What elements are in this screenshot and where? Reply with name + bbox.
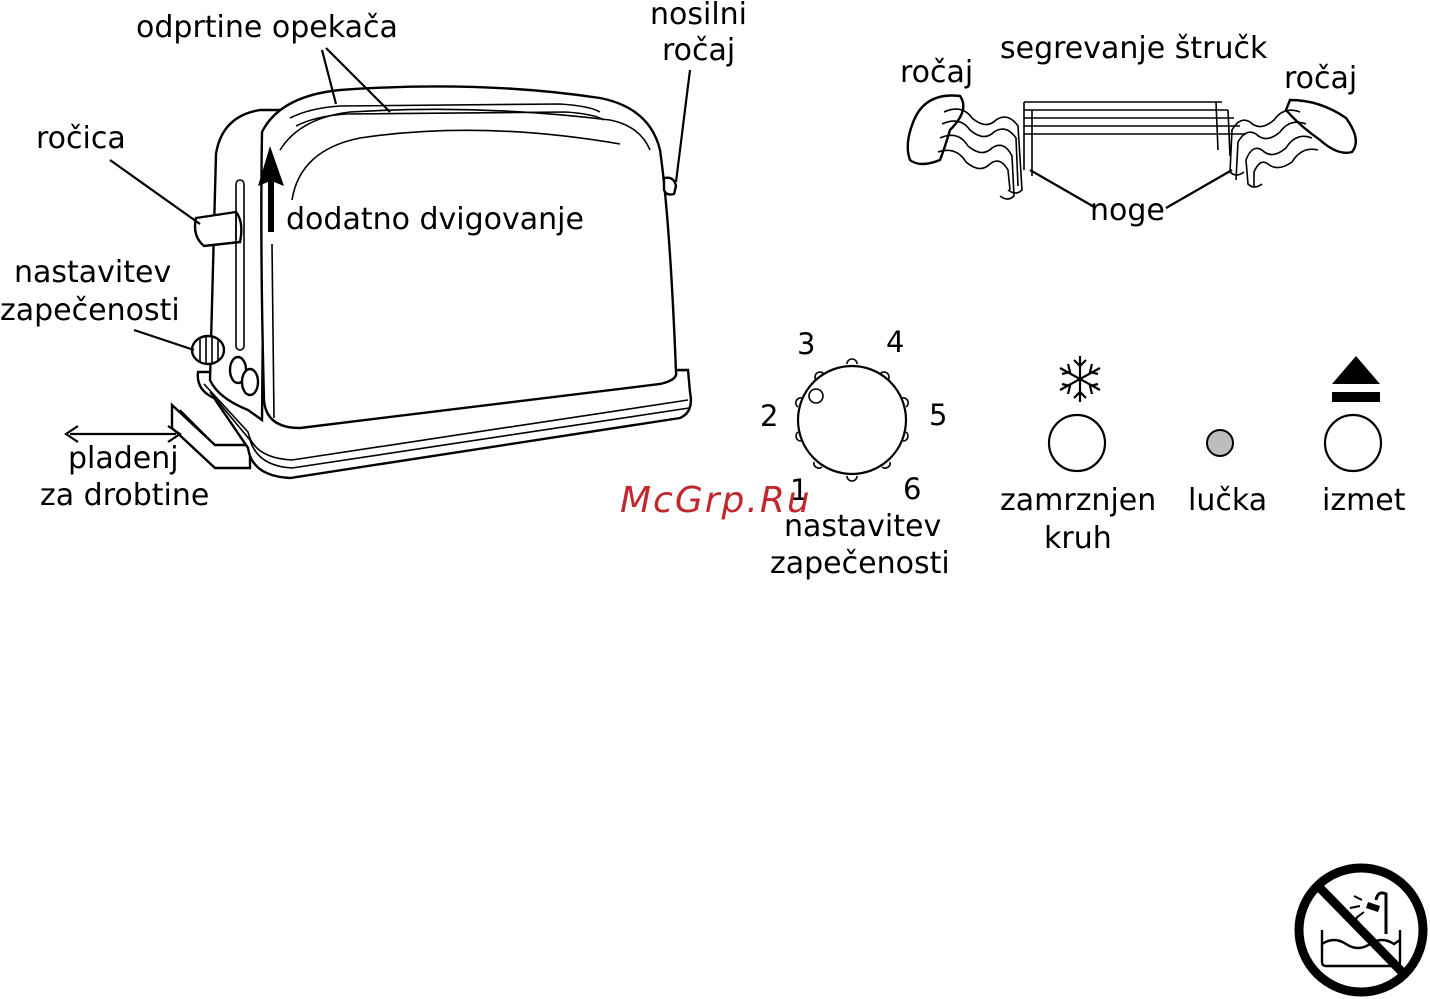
bun-warmer-illustration [908,96,1356,200]
label-crumb-tray-2: za drobtine [40,478,209,513]
label-bun-warmer: segrevanje štručk [1000,31,1268,66]
watermark-text: McGrp.Ru [620,480,812,521]
dial-number-5: 5 [929,398,947,432]
bun-warmer-handle-left [908,96,964,165]
bun-warmer-handle-right [1286,100,1356,153]
eject-button-group [1325,356,1381,471]
legs-leader-right [1166,170,1232,208]
label-frozen-1: zamrznjen [1000,483,1156,518]
label-toaster-slots: odprtine opekača [136,10,398,45]
label-extra-lift: dodatno dvigovanje [286,202,584,237]
label-frozen-2: kruh [1044,521,1112,556]
dial-number-2: 2 [760,399,778,433]
label-browning-2: zapečenosti [0,293,180,328]
browning-knob [192,336,224,364]
no-immersion-icon [1299,868,1423,992]
eject-button[interactable] [1325,415,1381,471]
toaster-body [261,86,676,428]
label-carry-handle-2: ročaj [662,33,735,68]
label-handle-left: ročaj [900,55,973,90]
carry-handle [664,178,676,195]
frozen-button-group [1049,356,1105,471]
dial-number-3: 3 [797,327,815,361]
label-carry-handle-1: nosilni [650,0,747,32]
eject-icon [1332,356,1380,402]
frozen-button[interactable] [1049,415,1105,471]
label-light: lučka [1188,483,1267,518]
lever [195,212,241,246]
label-legs: noge [1090,193,1165,228]
label-eject: izmet [1322,483,1406,518]
label-handle-right: ročaj [1284,61,1357,96]
dial-caption-2: zapečenosti [770,546,950,581]
dial-number-6: 6 [903,472,921,506]
bun-warmer-rack [1024,102,1246,134]
dial-number-4: 4 [886,325,904,359]
dial-ticks [796,359,908,481]
snowflake-icon [1060,356,1100,402]
dial-circle [798,366,906,474]
indicator-light [1207,430,1233,456]
label-browning-1: nastavitev [14,255,171,290]
side-button-2 [242,369,258,395]
legs-leader-left [1030,170,1096,208]
toaster-illustration [172,86,691,478]
dial-pointer [809,389,823,403]
label-crumb-tray-1: pladenj [68,441,179,476]
label-lever: ročica [36,121,126,156]
